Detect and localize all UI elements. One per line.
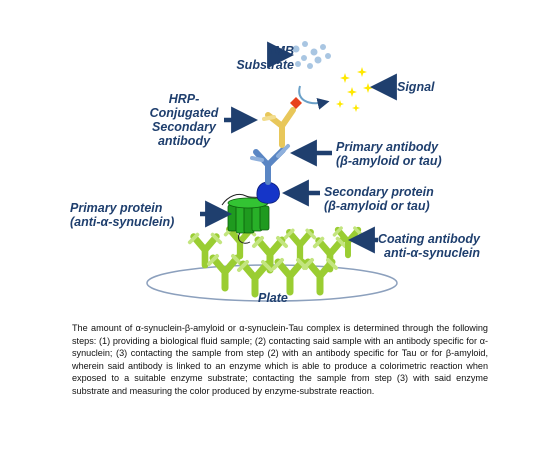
label-primary-protein: Primary protein (anti-α-synuclein) — [70, 201, 175, 229]
caption-text: The amount of α-synuclein-β-amyloid or α… — [72, 323, 488, 396]
label-hrp-antibody: HRP- Conjugated Secondary antibody — [149, 92, 219, 148]
coating-antibody-4 — [283, 228, 317, 263]
label-secondary-protein: Secondary protein (β-amyloid or tau) — [324, 185, 434, 213]
signal-stars — [336, 67, 373, 112]
coating-antibodies — [187, 225, 364, 298]
tmb-dot-6 — [314, 56, 322, 64]
tmb-dot-4 — [320, 44, 326, 50]
signal-star-2 — [357, 67, 367, 77]
tmb-dot-9 — [295, 61, 301, 67]
tmb-dot-2 — [302, 41, 308, 47]
coating-antibody-8 — [237, 260, 273, 298]
signal-star-5 — [336, 100, 344, 108]
signal-star-3 — [347, 87, 357, 97]
secondary-protein-icon — [256, 181, 280, 204]
substrate-reaction-arrow — [298, 85, 330, 110]
coating-antibody-1 — [187, 232, 223, 269]
label-primary-antibody: Primary antibody (β-amyloid or tau) — [336, 140, 442, 168]
tmb-dot-3 — [310, 48, 318, 56]
primary-antibody-icon — [250, 144, 290, 185]
signal-star-4 — [363, 83, 373, 93]
tmb-substrate-dots — [292, 41, 331, 69]
hrp-antibody-icon — [262, 107, 296, 148]
hrp-enzyme-icon — [290, 97, 302, 109]
label-plate: Plate — [258, 291, 288, 305]
signal-star-6 — [352, 104, 360, 112]
coating-antibody-9 — [272, 258, 308, 296]
tmb-dot-7 — [325, 53, 331, 59]
label-tmb-substrate: TMB Substrate — [236, 44, 294, 72]
coating-antibody-10 — [302, 258, 338, 296]
label-coating-antibody: Coating antibody anti-α-synuclein — [377, 232, 480, 260]
signal-star-1 — [340, 73, 350, 83]
tmb-dot-5 — [301, 55, 307, 61]
label-signal: Signal — [397, 80, 435, 94]
tmb-dot-1 — [292, 45, 300, 53]
label-arrows — [200, 41, 397, 254]
tmb-dot-8 — [307, 63, 313, 69]
coating-antibody-7 — [207, 254, 243, 292]
diagram-artwork — [146, 41, 398, 302]
